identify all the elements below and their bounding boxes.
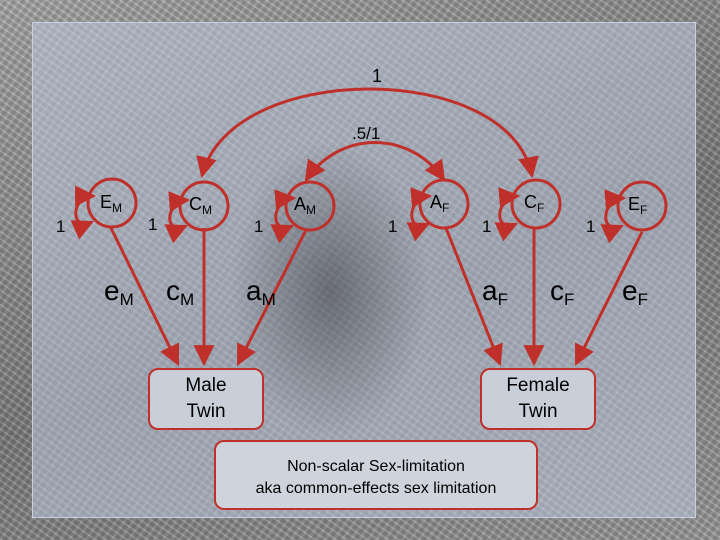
latent-cf [510, 178, 562, 230]
latent-af [418, 178, 470, 230]
diagram-panel [32, 22, 696, 518]
path-label-am: aM [246, 275, 276, 309]
inner-correlation-label: .5/1 [352, 124, 380, 143]
top-correlation-label: 1 [372, 66, 382, 86]
variance-loop-af [406, 187, 433, 242]
path-label-af: aF [482, 275, 508, 309]
c-correlation-arc [196, 87, 539, 179]
label-em: EM [100, 192, 122, 215]
label-cf: CF [524, 192, 544, 215]
label-am: AM [294, 194, 316, 217]
caption-box: Non-scalar Sex-limitation aka common-eff… [214, 440, 538, 510]
latent-cm [178, 180, 230, 232]
variance-label-ef: 1 [586, 217, 595, 236]
path-af-female [444, 227, 503, 366]
variance-loop-cf [494, 187, 521, 242]
path-label-em: eM [104, 275, 134, 309]
variance-label-em: 1 [56, 217, 65, 236]
label-af: AF [430, 192, 449, 215]
a-correlation-arc [304, 141, 446, 182]
path-label-cm: cM [166, 275, 194, 309]
variance-label-cm: 1 [148, 215, 157, 234]
path-em-male [108, 225, 180, 366]
path-am-male [236, 229, 308, 366]
variance-label-cf: 1 [482, 217, 491, 236]
path-label-cf: cF [550, 275, 574, 309]
female-twin-box: Female Twin [480, 368, 596, 430]
label-cm: CM [189, 194, 212, 217]
path-ef-female [574, 231, 644, 366]
male-twin-box: Male Twin [148, 368, 264, 430]
label-ef: EF [628, 194, 647, 217]
path-label-ef: eF [622, 275, 648, 309]
variance-loop-ef [600, 189, 627, 244]
variance-label-af: 1 [388, 217, 397, 236]
latent-am [284, 180, 336, 232]
latent-em [86, 177, 138, 229]
variance-loop-em [70, 185, 97, 240]
variance-label-am: 1 [254, 217, 263, 236]
latent-ef [616, 180, 668, 232]
